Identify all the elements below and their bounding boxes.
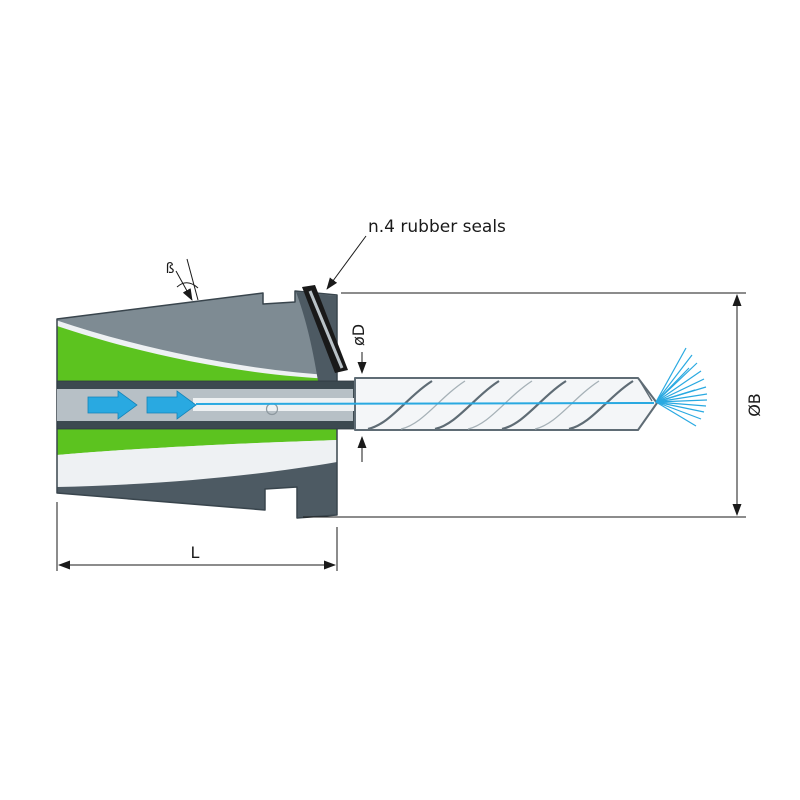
collet-outline (56, 290, 338, 519)
drill-flute-hl-2 (467, 380, 533, 430)
dim-b-label: ØB (745, 393, 764, 417)
drill-flute-1 (367, 380, 433, 431)
collet-green-upper (57, 326, 337, 381)
angle-beta-annotation: ß (166, 258, 199, 301)
beta-arc (176, 282, 199, 289)
beta-arrow (175, 270, 193, 301)
face-highlight-curve (56, 320, 338, 379)
drill-flute-hl-1 (400, 380, 466, 430)
dim-l-label: L (191, 543, 200, 562)
rubber-seal (302, 285, 348, 373)
callout-leader (326, 235, 367, 290)
collet-top-face (57, 291, 337, 377)
drill-flute-4 (568, 380, 634, 431)
beta-reference-line (186, 258, 199, 301)
drill-flute-2 (434, 380, 500, 431)
beta-label: ß (166, 261, 175, 277)
dim-diameter-b: ØB (303, 292, 764, 518)
collet-green-lower (57, 429, 337, 455)
drill-tip-edge (639, 380, 653, 402)
collet-slate-upper-right (296, 292, 337, 381)
coolant-line (195, 402, 655, 405)
callout-text: n.4 rubber seals (368, 217, 506, 237)
coolant-arrows (87, 390, 197, 420)
coolant-arrow-1 (87, 390, 138, 420)
dim-length-l: L (56, 502, 338, 571)
drill-flute-hl-3 (534, 380, 600, 430)
coolant-spray (655, 347, 708, 427)
coolant-arrow-2 (146, 390, 197, 420)
rubber-seals-callout: n.4 rubber seals (326, 217, 506, 290)
drill-flute-3 (501, 380, 567, 431)
collet-slate-bottom (57, 462, 337, 518)
dim-diameter-d: øD (349, 324, 368, 462)
rubber-seal-stripe (308, 290, 344, 369)
dim-d-label: øD (349, 324, 368, 346)
collet-white-lower (57, 440, 337, 487)
